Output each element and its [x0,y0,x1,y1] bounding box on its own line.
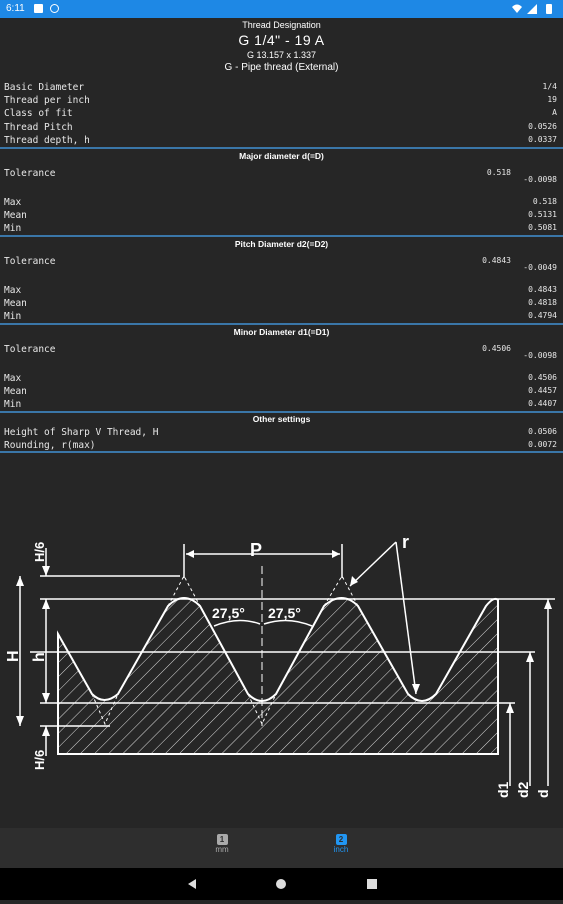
tolerance-upper: 0.518 [486,168,511,177]
status-time: 6:11 [6,3,25,14]
row-label: Min [4,311,22,322]
row-label: Mean [4,210,27,221]
thread-profile-diagram: P r 27,5° 27,5° H h H/6 H/6 d1 d2 d [5,532,555,798]
row-label: Thread Pitch [4,122,73,133]
thread-type: G - Pipe thread (External) [224,62,339,73]
row-label: Rounding, r(max) [4,440,96,451]
section-divider [0,451,563,453]
thread-designation: G 1/4" - 19 A [238,32,325,48]
bottom-navigation: 1 mm 2 inch [0,828,563,868]
row-value: A [552,108,557,117]
row-label: Tolerance [4,344,56,355]
row-label: Max [4,285,22,296]
row-label: Mean [4,386,27,397]
row-label: Tolerance [4,168,56,179]
system-navigation-bar [0,868,563,900]
back-icon[interactable] [188,879,196,889]
h6-top-label: H/6 [32,542,47,562]
sd-card-icon [34,4,43,13]
thread-designation-header: Thread Designation G 1/4" - 19 A G 13.15… [0,18,563,73]
row-value: 19 [547,95,557,104]
row-label: Class of fit [4,108,73,119]
section-title-other: Other settings [252,414,311,424]
row-label: Max [4,197,22,208]
tab-inch-label: inch [333,845,349,854]
row-value: 0.0526 [528,122,557,131]
section-title-minor: Minor Diameter d1(=D1) [233,327,330,337]
sync-icon [50,4,59,13]
tolerance-upper: 0.4843 [482,256,511,265]
tolerance-lower: -0.0098 [523,351,557,360]
row-label: Tolerance [4,256,56,267]
row-label: Thread per inch [4,95,90,106]
tolerance-lower: -0.0098 [523,175,557,184]
row-value: 0.0506 [528,427,557,436]
depth-h-label: h [31,652,48,662]
height-h-label: H [5,650,22,662]
tolerance-lower: -0.0049 [523,263,557,272]
section-divider [0,323,563,325]
tab-mm[interactable]: 1 mm [192,834,252,854]
pitch-label: P [250,540,262,560]
d-label: d [535,789,551,798]
row-label: Min [4,223,22,234]
section-divider [0,147,563,149]
row-value: 0.518 [532,197,557,206]
d1-label: d1 [495,781,511,798]
home-icon[interactable] [276,879,286,889]
d2-label: d2 [515,781,531,798]
recents-icon[interactable] [367,879,377,889]
unit-inch-icon: 2 [335,834,347,845]
section-title-pitch: Pitch Diameter d2(=D2) [234,239,329,249]
tab-inch[interactable]: 2 inch [311,834,371,854]
wifi-signal-battery-icon [512,4,552,14]
header-caption: Thread Designation [242,20,321,30]
section-divider [0,411,563,413]
row-value: 0.5131 [528,210,557,219]
row-value: 0.4506 [528,373,557,382]
section-divider [0,235,563,237]
angle-right-label: 27,5° [268,605,301,621]
section-title-major: Major diameter d(=D) [239,151,324,161]
tab-mm-label: mm [215,845,229,854]
row-label: Thread depth, h [4,135,90,146]
row-value: 0.4794 [528,311,557,320]
row-label: Max [4,373,22,384]
system-nav-icons [188,879,377,889]
status-right-icons [511,3,557,18]
row-value: 0.4843 [528,285,557,294]
thread-metric-designation: G 13.157 x 1.337 [246,50,317,60]
row-label: Mean [4,298,27,309]
unit-mm-icon: 1 [216,834,228,845]
rounding-label: r [402,532,409,552]
row-value: 0.4818 [528,298,557,307]
row-value: 0.0072 [528,440,557,449]
tolerance-upper: 0.4506 [482,344,511,353]
row-value: 0.4457 [528,386,557,395]
angle-left-label: 27,5° [212,605,245,621]
row-value: 0.4407 [528,399,557,408]
row-label: Height of Sharp V Thread, H [4,427,159,438]
row-value: 0.5081 [528,223,557,232]
row-value: 1/4 [542,82,557,91]
h6-bottom-label: H/6 [32,750,47,770]
row-label: Basic Diameter [4,82,85,93]
status-bar: 6:11 [0,0,563,18]
row-label: Min [4,399,22,410]
row-value: 0.0337 [528,135,557,144]
